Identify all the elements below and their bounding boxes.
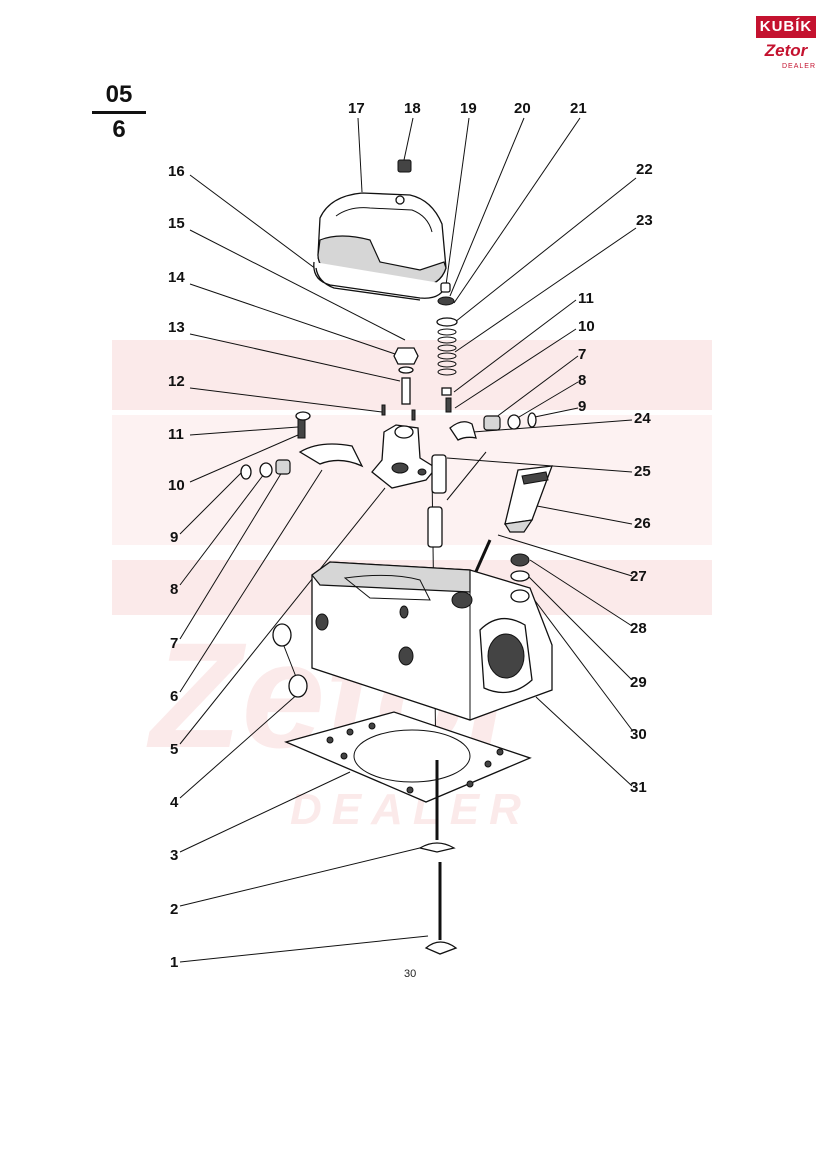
valve-stack-upper: [436, 282, 458, 327]
cap-nut: [397, 159, 412, 173]
callout-19: 19: [460, 100, 477, 117]
callout-17: 17: [348, 100, 365, 117]
dealer-logo: KUBÍK Zetor DEALER: [756, 16, 816, 76]
page-number: 30: [404, 968, 417, 980]
callout-10-right: 10: [578, 318, 595, 335]
o-ring: [510, 570, 530, 582]
callout-22: 22: [636, 161, 653, 178]
callout-14: 14: [168, 269, 185, 286]
valve-spring: [437, 328, 457, 376]
section-indicator: 05 6: [92, 82, 146, 143]
washer: [398, 366, 414, 374]
callout-26: 26: [634, 515, 651, 532]
stud-bolt: [401, 377, 411, 405]
callout-10-left: 10: [168, 477, 185, 494]
callout-9-left: 9: [170, 529, 179, 546]
fraction-bar: [92, 111, 146, 114]
logo-tag: DEALER: [781, 63, 816, 70]
rocker-support: [371, 424, 437, 489]
seal-ring: [510, 553, 530, 567]
callout-11-right: 11: [578, 290, 594, 307]
callout-21: 21: [570, 100, 587, 117]
callout-16: 16: [168, 163, 185, 180]
callout-31: 31: [630, 779, 647, 796]
pin-right: [411, 409, 416, 421]
callout-1: 1: [170, 954, 179, 971]
rocker-arm-left: [240, 411, 364, 480]
callout-25: 25: [634, 463, 651, 480]
intake-valve: [424, 862, 458, 955]
spring-washer: [441, 387, 452, 396]
valve-cover: [317, 192, 447, 287]
plug-upper: [272, 623, 292, 647]
callout-28: 28: [630, 620, 647, 637]
callout-4: 4: [170, 794, 179, 811]
callout-11-left: 11: [168, 426, 184, 443]
exhaust-valve: [418, 760, 456, 853]
valve-guide-lower: [427, 506, 443, 548]
callout-30: 30: [630, 726, 647, 743]
section-subnumber: 6: [112, 116, 126, 143]
plug-lower: [288, 674, 308, 698]
callout-13: 13: [168, 319, 185, 336]
callout-2: 2: [170, 901, 179, 918]
logo-sub: Zetor: [764, 41, 808, 60]
leader-lines: [179, 117, 637, 963]
callout-6: 6: [170, 688, 179, 705]
callout-24: 24: [634, 410, 651, 427]
adjust-screw: [445, 397, 452, 413]
callout-18: 18: [404, 100, 421, 117]
head-gasket: [284, 711, 532, 803]
callout-7-left: 7: [170, 635, 179, 652]
rocker-arm-right: [449, 412, 537, 441]
logo-brand: KUBÍK: [756, 16, 816, 38]
hex-nut: [393, 347, 419, 365]
callout-9-right: 9: [578, 398, 587, 415]
valve-guide-upper: [431, 454, 447, 494]
callout-7-right: 7: [578, 346, 587, 363]
callout-8-left: 8: [170, 581, 179, 598]
callout-8-right: 8: [578, 372, 587, 389]
cylinder-head: [311, 561, 553, 721]
callout-15: 15: [168, 215, 185, 232]
callout-5: 5: [170, 741, 179, 758]
callout-27: 27: [630, 568, 647, 585]
callout-29: 29: [630, 674, 647, 691]
callout-3: 3: [170, 847, 179, 864]
callout-23: 23: [636, 212, 653, 229]
injector: [504, 465, 553, 533]
callout-20: 20: [514, 100, 531, 117]
section-number: 05: [105, 81, 133, 108]
callout-12: 12: [168, 373, 185, 390]
pin: [381, 404, 386, 416]
